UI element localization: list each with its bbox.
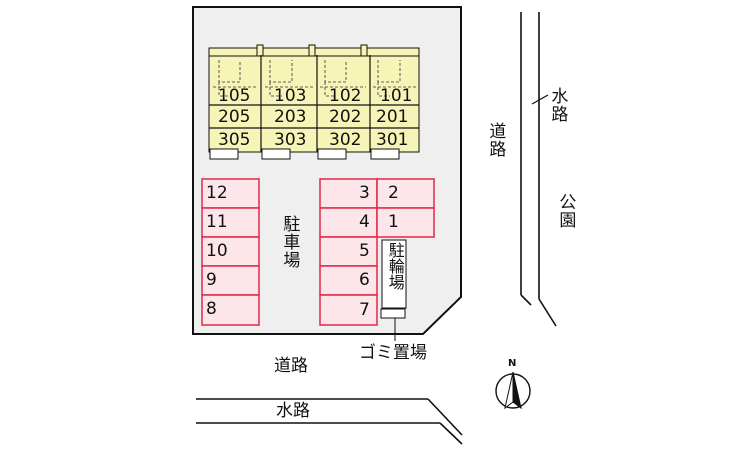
parking-space-3 bbox=[319, 178, 378, 209]
unit-label: 203 bbox=[274, 107, 307, 127]
unit-label: 202 bbox=[329, 107, 362, 127]
park-label: 公園 bbox=[555, 193, 576, 229]
bicycle-parking-box bbox=[381, 239, 407, 309]
unit-label: 301 bbox=[376, 130, 409, 150]
parking-space-6 bbox=[319, 265, 378, 296]
waterway-east-leader bbox=[531, 94, 549, 105]
south-waterway-line-top-diag bbox=[427, 398, 463, 436]
east-road-label: 道路 bbox=[485, 122, 506, 158]
bicycle-parking-label: 駐輪場 bbox=[385, 242, 405, 290]
parking-space-12 bbox=[201, 178, 260, 209]
south-waterway-label: 水路 bbox=[276, 401, 310, 421]
unit-label: 103 bbox=[274, 86, 307, 106]
east-road-line-left-diag bbox=[520, 294, 532, 306]
unit-label: 205 bbox=[218, 107, 251, 127]
parking-number: 4 bbox=[359, 212, 370, 232]
parking-space-1 bbox=[376, 207, 435, 238]
parking-space-2 bbox=[376, 178, 435, 209]
north-label: N bbox=[508, 358, 517, 369]
unit-label: 305 bbox=[218, 130, 251, 150]
parking-space-9 bbox=[201, 265, 260, 296]
unit-label: 201 bbox=[376, 107, 409, 127]
parking-number: 7 bbox=[359, 300, 370, 320]
parking-lot-label: 駐車場 bbox=[279, 215, 300, 269]
east-road-line-right-diag bbox=[538, 298, 557, 327]
parking-number: 3 bbox=[359, 183, 370, 203]
garbage-box bbox=[380, 308, 406, 319]
unit-label: 101 bbox=[380, 86, 413, 106]
garbage-area-label: ゴミ置場 bbox=[359, 343, 427, 363]
south-waterway-line-bottom-diag bbox=[439, 422, 463, 445]
unit-label: 102 bbox=[329, 86, 362, 106]
parking-number: 12 bbox=[206, 183, 228, 203]
parking-number: 9 bbox=[206, 270, 217, 290]
parking-right-group bbox=[319, 178, 435, 326]
parking-number: 1 bbox=[388, 212, 399, 232]
unit-label: 303 bbox=[274, 130, 307, 150]
parking-number: 8 bbox=[206, 299, 217, 319]
unit-label: 302 bbox=[329, 130, 362, 150]
parking-left-column bbox=[201, 178, 260, 326]
parking-space-10 bbox=[201, 236, 260, 267]
parking-space-5 bbox=[319, 236, 378, 267]
east-waterway-label: 水路 bbox=[547, 87, 568, 123]
south-road-label: 道路 bbox=[274, 356, 308, 376]
parking-number: 2 bbox=[388, 183, 399, 203]
parking-space-7 bbox=[319, 294, 378, 326]
parking-space-4 bbox=[319, 207, 378, 238]
north-arrow-icon bbox=[495, 371, 531, 410]
parking-space-8 bbox=[201, 294, 260, 326]
parking-number: 11 bbox=[206, 212, 228, 232]
apartment-building bbox=[208, 44, 420, 160]
parking-number: 5 bbox=[359, 241, 370, 261]
unit-label: 105 bbox=[218, 86, 251, 106]
parking-number: 10 bbox=[206, 241, 228, 261]
parking-number: 6 bbox=[359, 270, 370, 290]
